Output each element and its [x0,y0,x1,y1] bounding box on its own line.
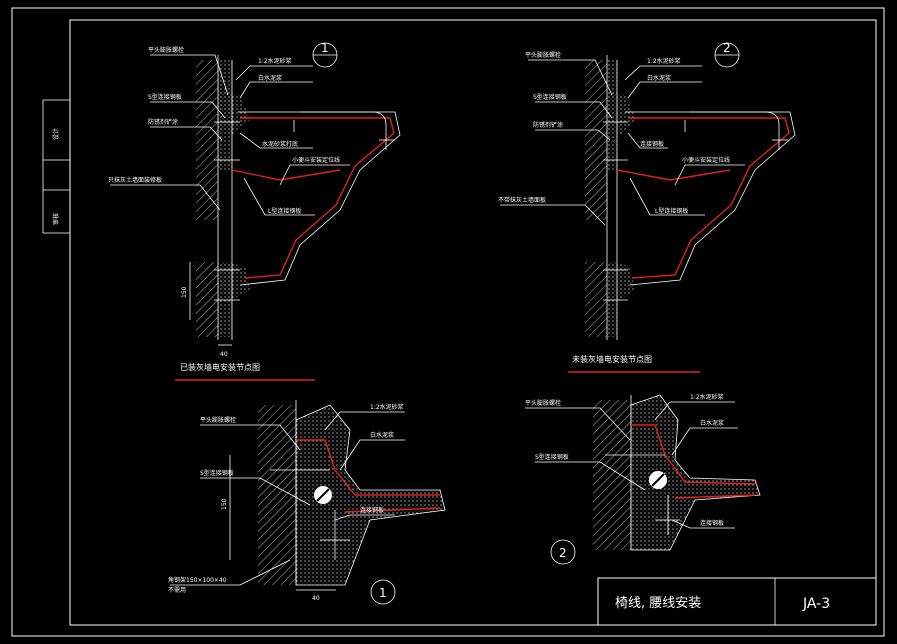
detail-4-label-1: S型连接钢板 [535,453,569,461]
detail-1-label-6: 小便斗安装定位线 [292,156,340,164]
inner-frame [69,19,877,626]
detail-1-dim-b: 40 [220,351,228,358]
detail-1-label-8: 只抹灰土墙面装修板 [108,176,162,184]
detail-3-marker: 1 [379,586,387,600]
drawing-title: 椅线, 腰线安装 [615,596,701,611]
detail-3-dim-b: 40 [312,595,320,602]
detail-4-label-3: 白水泥浆 [700,419,724,427]
detail-2-label-4: 白水泥浆 [647,74,671,82]
detail-3-dim-a: 150 [221,498,228,510]
detail-1-caption: 已装灰墙电安装节点图 [180,362,260,372]
detail-2-label-2: 防锈剂铲涂 [533,121,563,129]
detail-4: 2 平头膨胀螺栓 S型连接钢板 1:2水泥砂浆 白水泥浆 连接钢板 [525,393,761,565]
detail-2-label-3: 1:2水泥砂浆 [647,57,681,65]
detail-3-label-5: 角钢架150×100×40 [168,576,227,584]
title-block: 椅线, 腰线安装 JA-3 [597,577,877,626]
detail-4-marker: 2 [559,546,567,560]
detail-3-label-0: 平头膨胀螺栓 [200,416,236,424]
detail-3-label-3: 白水泥浆 [370,431,394,439]
outer-frame [11,7,885,637]
detail-1-dim-a: 150 [181,286,188,298]
drawing-code: JA-3 [802,596,830,612]
detail-2-label-7: L型连接钢板 [655,207,688,215]
detail-3-label-1: S型连接钢板 [200,469,234,477]
detail-1-label-3: 1:2水泥砂浆 [258,57,292,65]
detail-1-label-4: 白水泥浆 [258,74,282,82]
detail-2-label-6: 小便斗安装定位线 [682,156,730,164]
detail-3: 150 40 1 平头膨胀螺栓 S型连接钢板 1:2水泥砂浆 白水泥浆 连接钢板… [168,400,446,605]
detail-3-label-2: 1:2水泥砂浆 [370,403,404,411]
detail-1-label-1: S型连接钢板 [148,93,182,101]
detail-4-label-4: 连接钢板 [700,519,724,527]
detail-4-label-0: 平头膨胀螺栓 [525,399,561,407]
detail-1-label-0: 平头膨胀螺栓 [148,46,184,54]
detail-3-label-6: 不需用 [168,587,186,594]
detail-4-label-2: 1:2水泥砂浆 [690,393,724,401]
detail-2-label-8: 不带抹灰土墙面板 [498,196,546,204]
detail-3-label-4: 连接钢板 [360,506,384,514]
detail-1-label-5: 水泥砂浆打底 [262,140,298,148]
detail-1-marker: 1 [321,41,329,55]
detail-2-label-1: S型连接钢板 [533,93,567,101]
detail-2-label-0: 平头膨胀螺栓 [525,51,561,59]
detail-2: 2 平头膨胀螺栓 S型连接钢板 防锈剂铲涂 1:2水泥砂浆 白水泥浆 连接钢板 … [498,41,796,373]
detail-1: 1 150 40 平头膨胀螺栓 S型连接钢板 防锈剂铲涂 1:2水泥砂浆 白水泥… [108,41,401,381]
detail-2-marker: 2 [723,41,731,55]
detail-1-label-2: 防锈剂铲涂 [148,118,178,126]
side-label-design: 设计 [52,128,60,140]
side-label-review: 审核 [52,213,60,225]
detail-2-label-5: 连接钢板 [640,140,664,148]
detail-1-label-7: L型连接钢板 [268,207,301,215]
detail-2-caption: 未装灰墙电安装节点图 [572,354,652,364]
